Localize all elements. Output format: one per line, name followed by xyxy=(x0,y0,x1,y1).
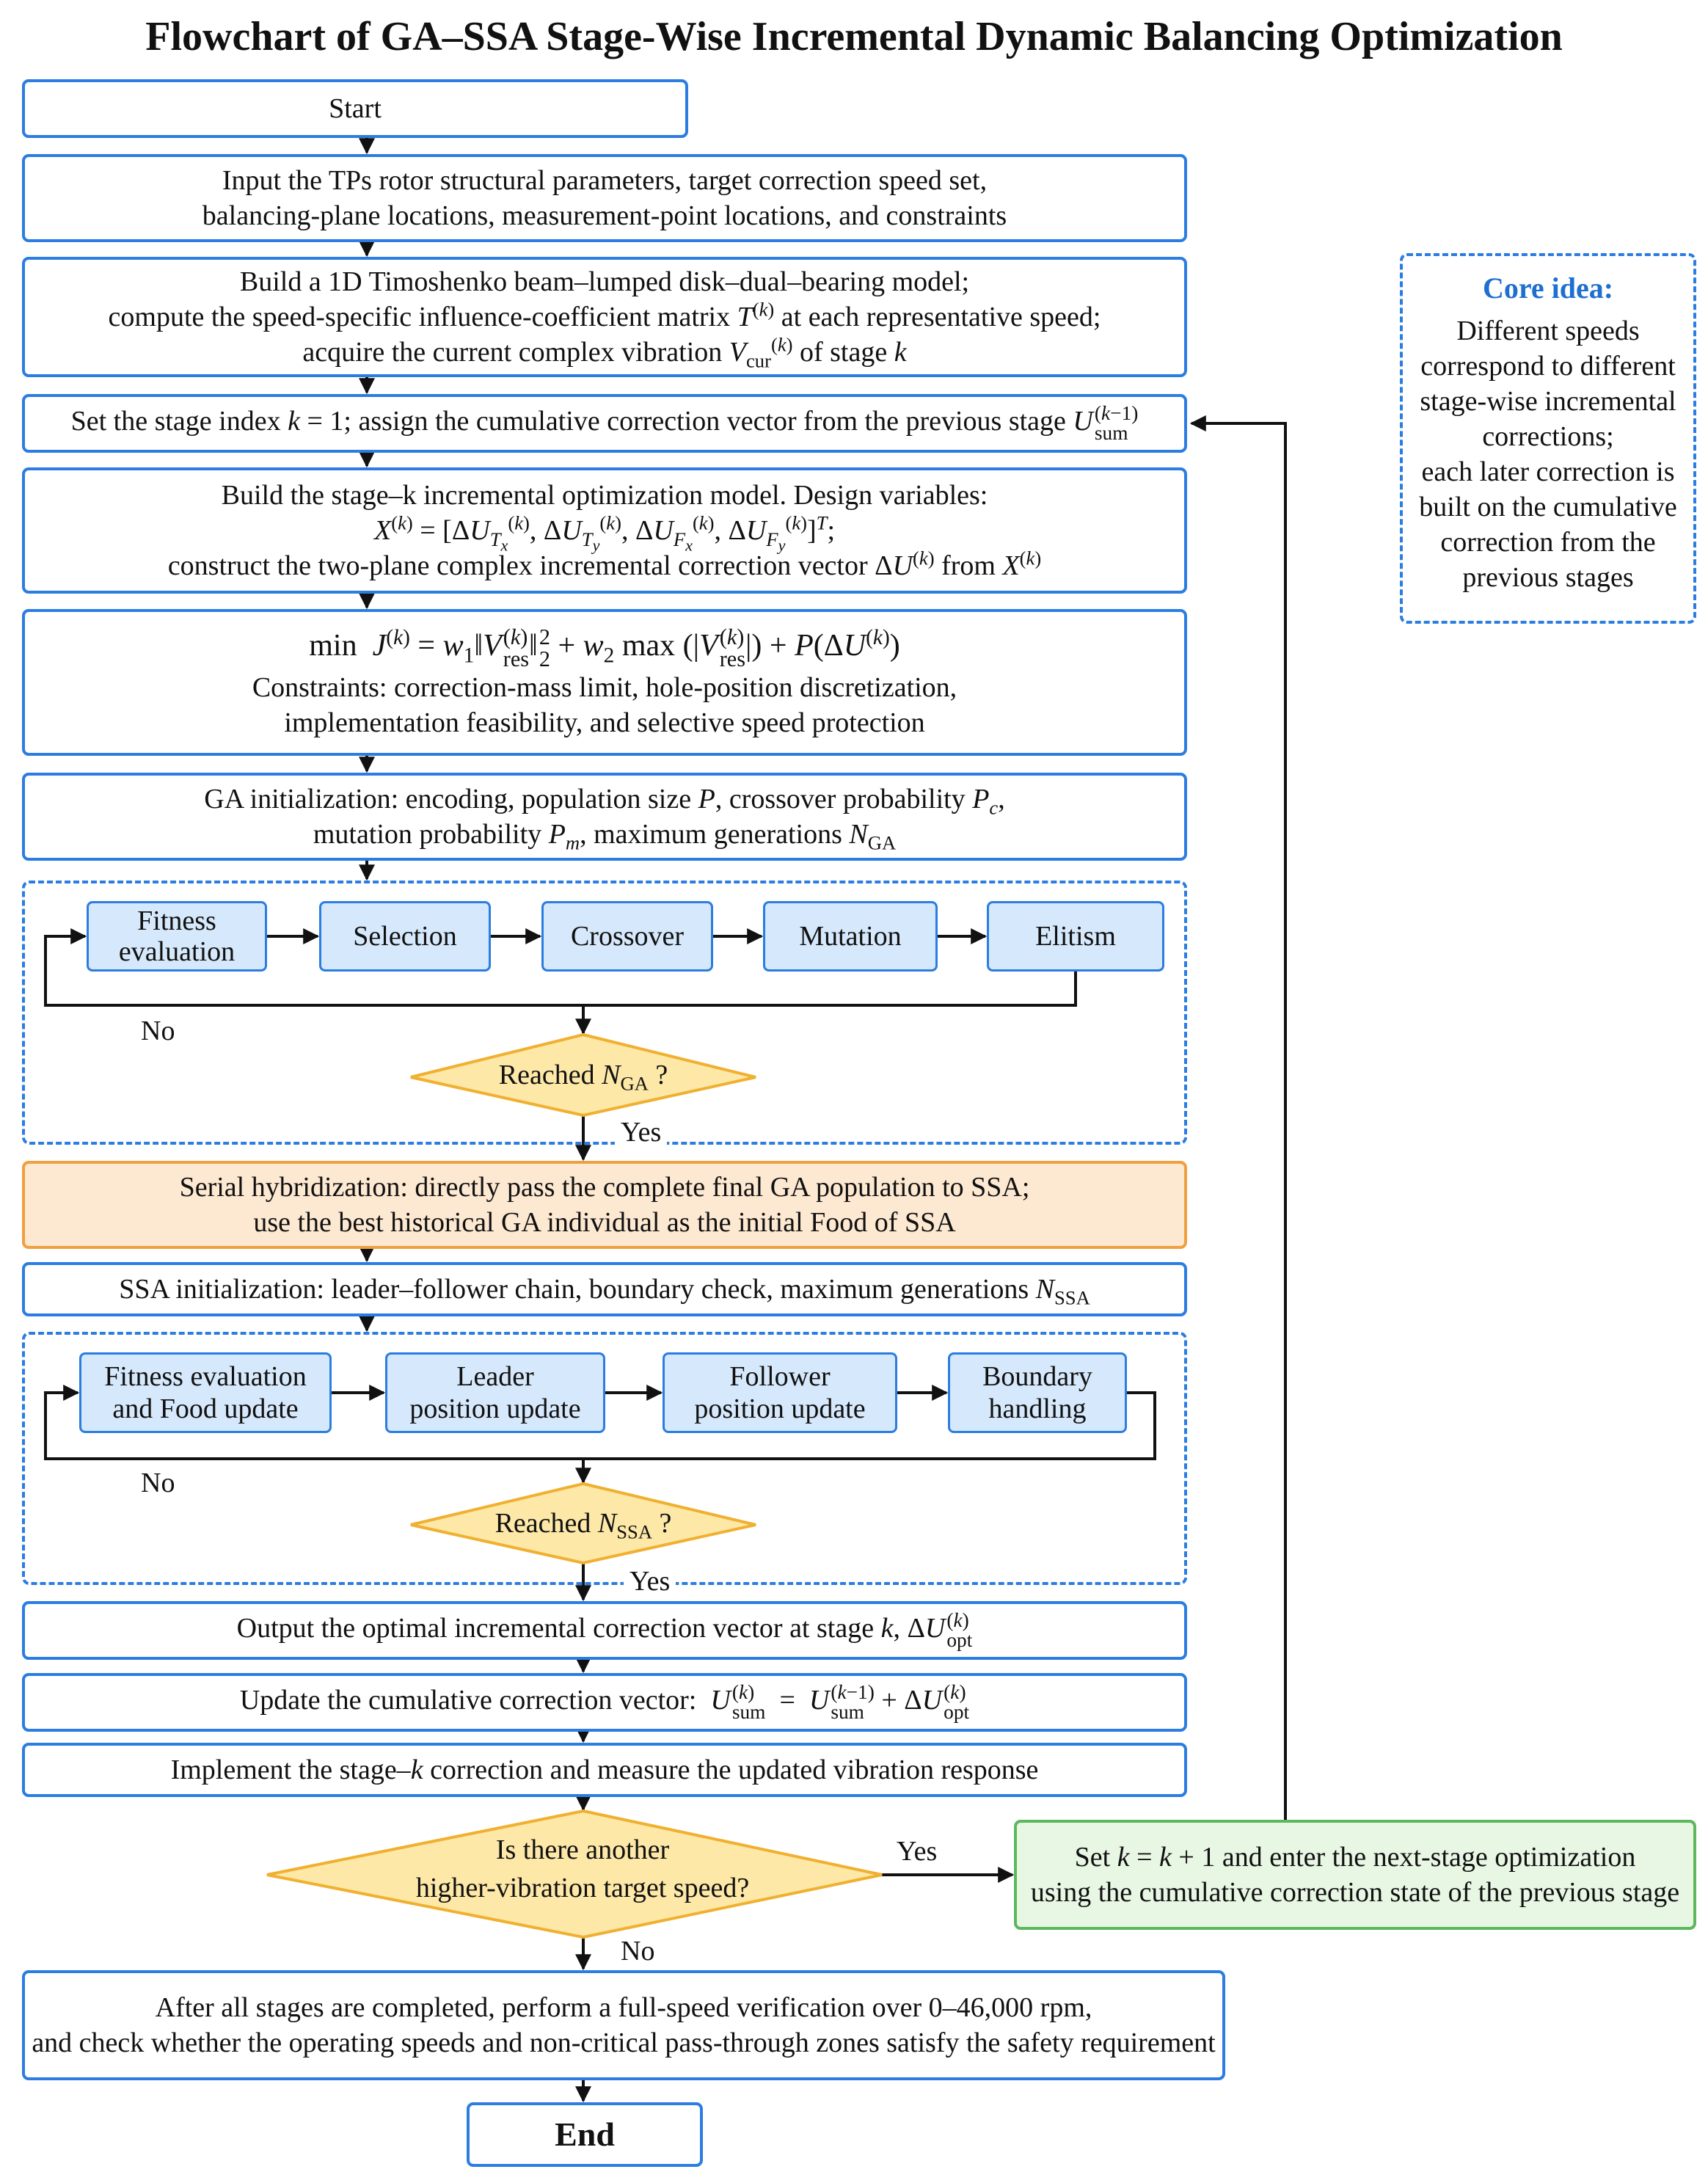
output-optimal-box: Output the optimal incremental correctio… xyxy=(22,1601,1187,1660)
ssa-step-leader-label: Leader position update xyxy=(409,1361,581,1424)
ssa-init-text: SSA initialization: leader–follower chai… xyxy=(119,1274,1090,1309)
opt-model-line-2: X(k) = [ΔUTx(k), ΔUTy(k), ΔUFx(k), ΔUFy(… xyxy=(373,511,835,554)
ssa-step-follower-label: Follower position update xyxy=(694,1361,866,1424)
core-idea-panel: Core idea: Different speeds correspond t… xyxy=(1400,253,1696,624)
constraints-line-1: Constraints: correction-mass limit, hole… xyxy=(252,672,957,704)
ga-init-box: GA initialization: encoding, population … xyxy=(22,773,1187,861)
core-idea-line: corrections; xyxy=(1482,421,1614,452)
core-idea-line: stage-wise incremental xyxy=(1420,386,1676,417)
ga-step-elitism-label: Elitism xyxy=(1035,921,1116,952)
model-line-2: compute the speed-specific influence-coe… xyxy=(108,298,1101,332)
ga-loop-region xyxy=(22,881,1187,1145)
opt-model-line-3: construct the two-plane complex incremen… xyxy=(167,547,1042,581)
start-label: Start xyxy=(329,93,382,124)
ssa-step-fitness-food: Fitness evaluation and Food update xyxy=(79,1352,332,1433)
next-stage-line-2: using the cumulative correction state of… xyxy=(1030,1877,1680,1908)
ssa-step-fitness-label: Fitness evaluation and Food update xyxy=(104,1361,307,1424)
core-idea-line: built on the cumulative xyxy=(1419,492,1677,522)
ga-step-mutation: Mutation xyxy=(763,901,938,972)
verification-box: After all stages are completed, perform … xyxy=(22,1970,1225,2080)
implement-text: Implement the stage–k correction and mea… xyxy=(170,1754,1039,1785)
ssa-decision-text: Reached NSSA ? xyxy=(494,1508,672,1543)
page-title: Flowchart of GA–SSA Stage-Wise Increment… xyxy=(145,14,1563,59)
ssa-init-box: SSA initialization: leader–follower chai… xyxy=(22,1262,1187,1316)
serial-hybridization-box: Serial hybridization: directly pass the … xyxy=(22,1161,1187,1249)
ssa-yes-label: Yes xyxy=(624,1564,676,1598)
ga-step-elitism: Elitism xyxy=(987,901,1164,972)
ga-step-crossover-label: Crossover xyxy=(570,921,685,952)
opt-model-line-1: Build the stage–k incremental optimizati… xyxy=(221,480,988,511)
input-line-2: balancing-plane locations, measurement-p… xyxy=(202,200,1007,231)
ga-step-mutation-label: Mutation xyxy=(799,921,902,952)
ssa-no-label: No xyxy=(141,1468,175,1498)
input-parameters-box: Input the TPs rotor structural parameter… xyxy=(22,154,1187,242)
update-cumulative-box: Update the cumulative correction vector:… xyxy=(22,1673,1187,1732)
ga-decision-text: Reached NGA ? xyxy=(498,1060,668,1095)
hybrid-line-2: use the best historical GA individual as… xyxy=(253,1207,956,1238)
optimization-model-box: Build the stage–k incremental optimizati… xyxy=(22,467,1187,594)
core-idea-title: Core idea: xyxy=(1482,271,1614,305)
stage-index-box: Set the stage index k = 1; assign the cu… xyxy=(22,394,1187,453)
ga-yes-label: Yes xyxy=(615,1115,668,1149)
core-idea-line: previous stages xyxy=(1462,562,1634,593)
speed-yes-label: Yes xyxy=(897,1836,938,1867)
constraints-line-2: implementation feasibility, and selectiv… xyxy=(284,707,925,739)
stage-index-text: Set the stage index k = 1; assign the cu… xyxy=(70,401,1139,444)
ssa-step-leader-update: Leader position update xyxy=(385,1352,605,1433)
start-node: Start xyxy=(22,79,688,138)
speed-decision-line-2: higher-vibration target speed? xyxy=(415,1873,750,1903)
core-idea-line: each later correction is xyxy=(1421,456,1675,487)
model-line-1: Build a 1D Timoshenko beam–lumped disk–d… xyxy=(239,266,970,297)
verify-line-1: After all stages are completed, perform … xyxy=(155,1992,1092,2023)
ga-step-crossover: Crossover xyxy=(541,901,713,972)
end-label: End xyxy=(555,2115,615,2153)
end-node: End xyxy=(467,2102,703,2167)
next-stage-line-1: Set k = k + 1 and enter the next-stage o… xyxy=(1074,1842,1636,1873)
ga-step-fitness-evaluation: Fitness evaluation xyxy=(87,901,267,972)
implement-correction-box: Implement the stage–k correction and mea… xyxy=(22,1743,1187,1797)
ga-step-selection-label: Selection xyxy=(353,921,457,952)
input-line-1: Input the TPs rotor structural parameter… xyxy=(222,165,988,196)
feedback-loop-arrow xyxy=(1189,415,1287,1820)
core-idea-line: Different speeds xyxy=(1456,316,1640,346)
model-line-3: acquire the current complex vibration Vc… xyxy=(302,333,907,372)
speed-no-label: No xyxy=(621,1936,655,1967)
ga-step-fitness-label: Fitness evaluation xyxy=(118,905,236,967)
ssa-step-boundary-handling: Boundary handling xyxy=(948,1352,1127,1433)
next-stage-box: Set k = k + 1 and enter the next-stage o… xyxy=(1014,1820,1696,1930)
output-text: Output the optimal incremental correctio… xyxy=(236,1608,973,1651)
ssa-loop-region xyxy=(22,1332,1187,1585)
verify-line-2: and check whether the operating speeds a… xyxy=(32,2027,1216,2058)
ssa-step-follower-update: Follower position update xyxy=(663,1352,897,1433)
core-idea-line: correspond to different xyxy=(1420,351,1676,382)
speed-decision-line-1: Is there another xyxy=(495,1834,670,1865)
hybrid-line-1: Serial hybridization: directly pass the … xyxy=(179,1172,1030,1203)
ga-init-line-2: mutation probability Pm, maximum generat… xyxy=(313,819,897,854)
ga-init-line-1: GA initialization: encoding, population … xyxy=(204,784,1005,819)
ga-step-selection: Selection xyxy=(319,901,491,972)
update-text: Update the cumulative correction vector:… xyxy=(239,1680,970,1723)
core-idea-line: correction from the xyxy=(1440,527,1656,558)
ssa-step-boundary-label: Boundary handling xyxy=(982,1361,1092,1424)
ga-no-label: No xyxy=(141,1016,175,1046)
model-build-box: Build a 1D Timoshenko beam–lumped disk–d… xyxy=(22,257,1187,377)
